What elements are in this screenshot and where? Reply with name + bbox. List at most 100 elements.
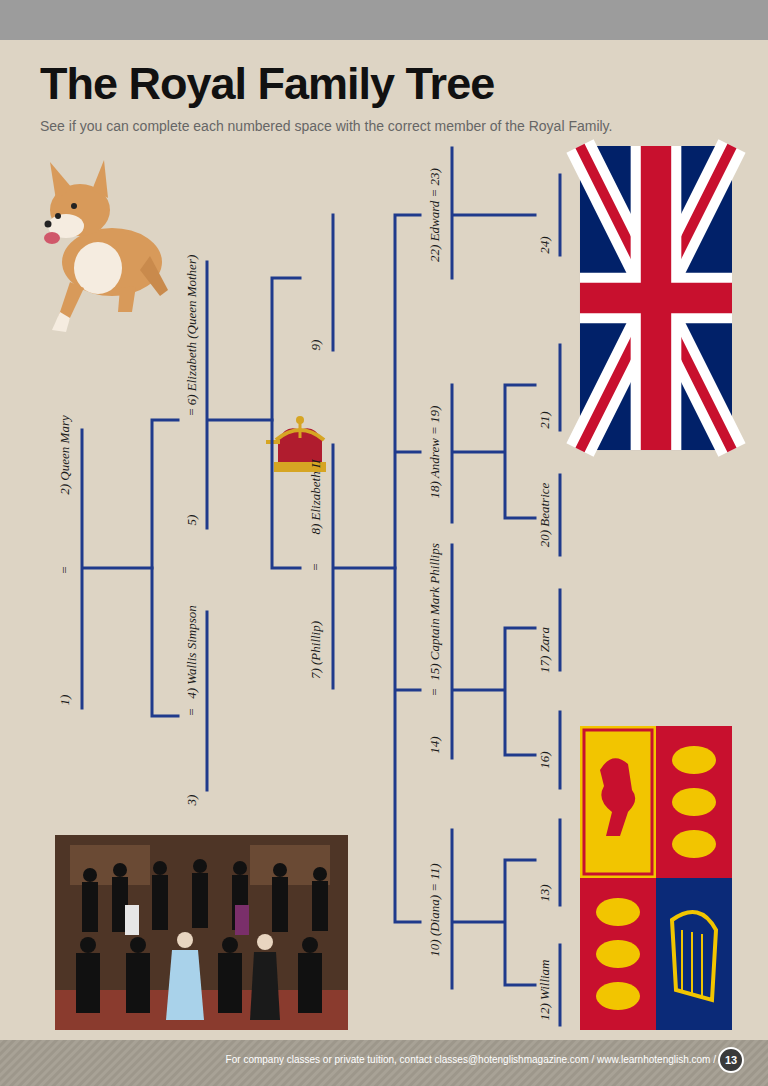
- artwork-part: [235, 905, 249, 935]
- artwork-part: [672, 830, 716, 858]
- artwork-part: [0, 0, 768, 40]
- artwork-part: [80, 937, 96, 953]
- artwork-part: [272, 278, 300, 568]
- artwork-part: [82, 882, 98, 932]
- artwork-part: [130, 937, 146, 953]
- tree-label: 2) Queen Mary: [57, 415, 73, 494]
- family-photo: [55, 835, 348, 1030]
- artwork-part: [218, 953, 242, 1013]
- artwork-part: [672, 788, 716, 816]
- artwork-part: [83, 868, 97, 882]
- artwork-part: [233, 861, 247, 875]
- artwork-part: [312, 881, 328, 931]
- artwork-part: [152, 420, 178, 716]
- tree-label: 15) Captain Mark Phillips: [427, 543, 443, 681]
- artwork-part: [193, 859, 207, 873]
- tree-label: 10) (Diana) = 11): [427, 863, 443, 956]
- tree-label: 6) Elizabeth (Queen Mother): [184, 255, 200, 406]
- artwork-part: [656, 878, 732, 1030]
- artwork-part: [596, 898, 640, 926]
- tree-label: 1): [57, 695, 73, 706]
- tree-label: 21): [537, 411, 553, 428]
- footer-text: For company classes or private tuition, …: [226, 1054, 716, 1065]
- artwork-part: [580, 146, 732, 450]
- family-tree-lines: [82, 148, 560, 1025]
- artwork-part: [192, 873, 208, 928]
- tree-label: 12) William: [537, 959, 553, 1020]
- artwork-part: [559, 175, 562, 255]
- artwork-part: [55, 835, 348, 1030]
- tree-label: =: [57, 566, 73, 575]
- artwork-part: [584, 730, 652, 874]
- tree-label: 17) Zara: [537, 627, 553, 673]
- tree-label: 8) Elizabeth II: [308, 459, 324, 534]
- artwork-part: [298, 953, 322, 1013]
- tree-label: =: [184, 408, 200, 417]
- tree-label: 24): [537, 236, 553, 253]
- tree-label: 13): [537, 884, 553, 901]
- footer-band: [0, 1040, 768, 1086]
- artwork-part: [113, 863, 127, 877]
- artwork-part: [580, 146, 732, 450]
- artwork-part: [250, 845, 330, 885]
- artwork-part: [55, 213, 61, 219]
- artwork-part: [580, 878, 656, 1030]
- artwork-part: [682, 930, 702, 996]
- artwork-part: [452, 545, 535, 758]
- artwork-part: [126, 953, 150, 1013]
- tree-label: 5): [184, 515, 200, 526]
- artwork-part: [118, 286, 136, 312]
- artwork-part: [600, 758, 635, 836]
- artwork-part: [166, 950, 204, 1020]
- artwork-part: [596, 982, 640, 1010]
- artwork-part: [559, 820, 562, 1025]
- artwork-part: [580, 146, 732, 450]
- artwork-part: [580, 146, 732, 450]
- artwork-part: [395, 215, 420, 922]
- tree-label: =: [184, 708, 200, 717]
- artwork-part: [672, 746, 716, 774]
- tree-label: 3): [184, 795, 200, 806]
- tree-label: 14): [427, 736, 443, 753]
- artwork-part: [0, 1040, 768, 1086]
- tree-label: 16): [537, 751, 553, 768]
- artwork-part: [452, 830, 535, 988]
- tree-label: 4) Wallis Simpson: [184, 605, 200, 698]
- artwork-part: [580, 146, 732, 450]
- artwork-part: [52, 312, 70, 332]
- artwork-part: [70, 845, 150, 885]
- tree-label: =: [308, 563, 324, 572]
- artwork-part: [177, 932, 193, 948]
- artwork-part: [222, 937, 238, 953]
- artwork-part: [580, 726, 656, 878]
- artwork-part: [333, 445, 395, 688]
- artwork-part: [92, 160, 108, 198]
- tree-label: =: [427, 688, 443, 697]
- artwork-part: [152, 875, 168, 930]
- tree-label: 18) Andrew = 19): [427, 406, 443, 499]
- page-title: The Royal Family Tree: [40, 58, 494, 110]
- artwork-part: [559, 345, 562, 555]
- artwork-part: [257, 934, 273, 950]
- artwork-part: [273, 863, 287, 877]
- artwork-part: [50, 162, 72, 200]
- artwork-part: [140, 256, 168, 296]
- artwork-part: [332, 215, 335, 350]
- artwork-part: [559, 590, 562, 788]
- artwork-part: [74, 242, 122, 294]
- royal-standard: [580, 726, 732, 1030]
- artwork-part: [596, 746, 716, 1010]
- artwork-part: [302, 937, 318, 953]
- tree-label: 7) (Phillip): [308, 621, 324, 679]
- artwork-part: [299, 422, 302, 438]
- artwork-part: [76, 953, 100, 1013]
- artwork-part: [296, 416, 304, 424]
- artwork-part: [250, 952, 280, 1020]
- artwork-part: [82, 430, 152, 708]
- union-flag: [580, 146, 732, 450]
- artwork-part: [272, 877, 288, 932]
- artwork-part: [76, 859, 328, 1013]
- artwork-part: [206, 612, 209, 790]
- artwork-part: [656, 726, 732, 878]
